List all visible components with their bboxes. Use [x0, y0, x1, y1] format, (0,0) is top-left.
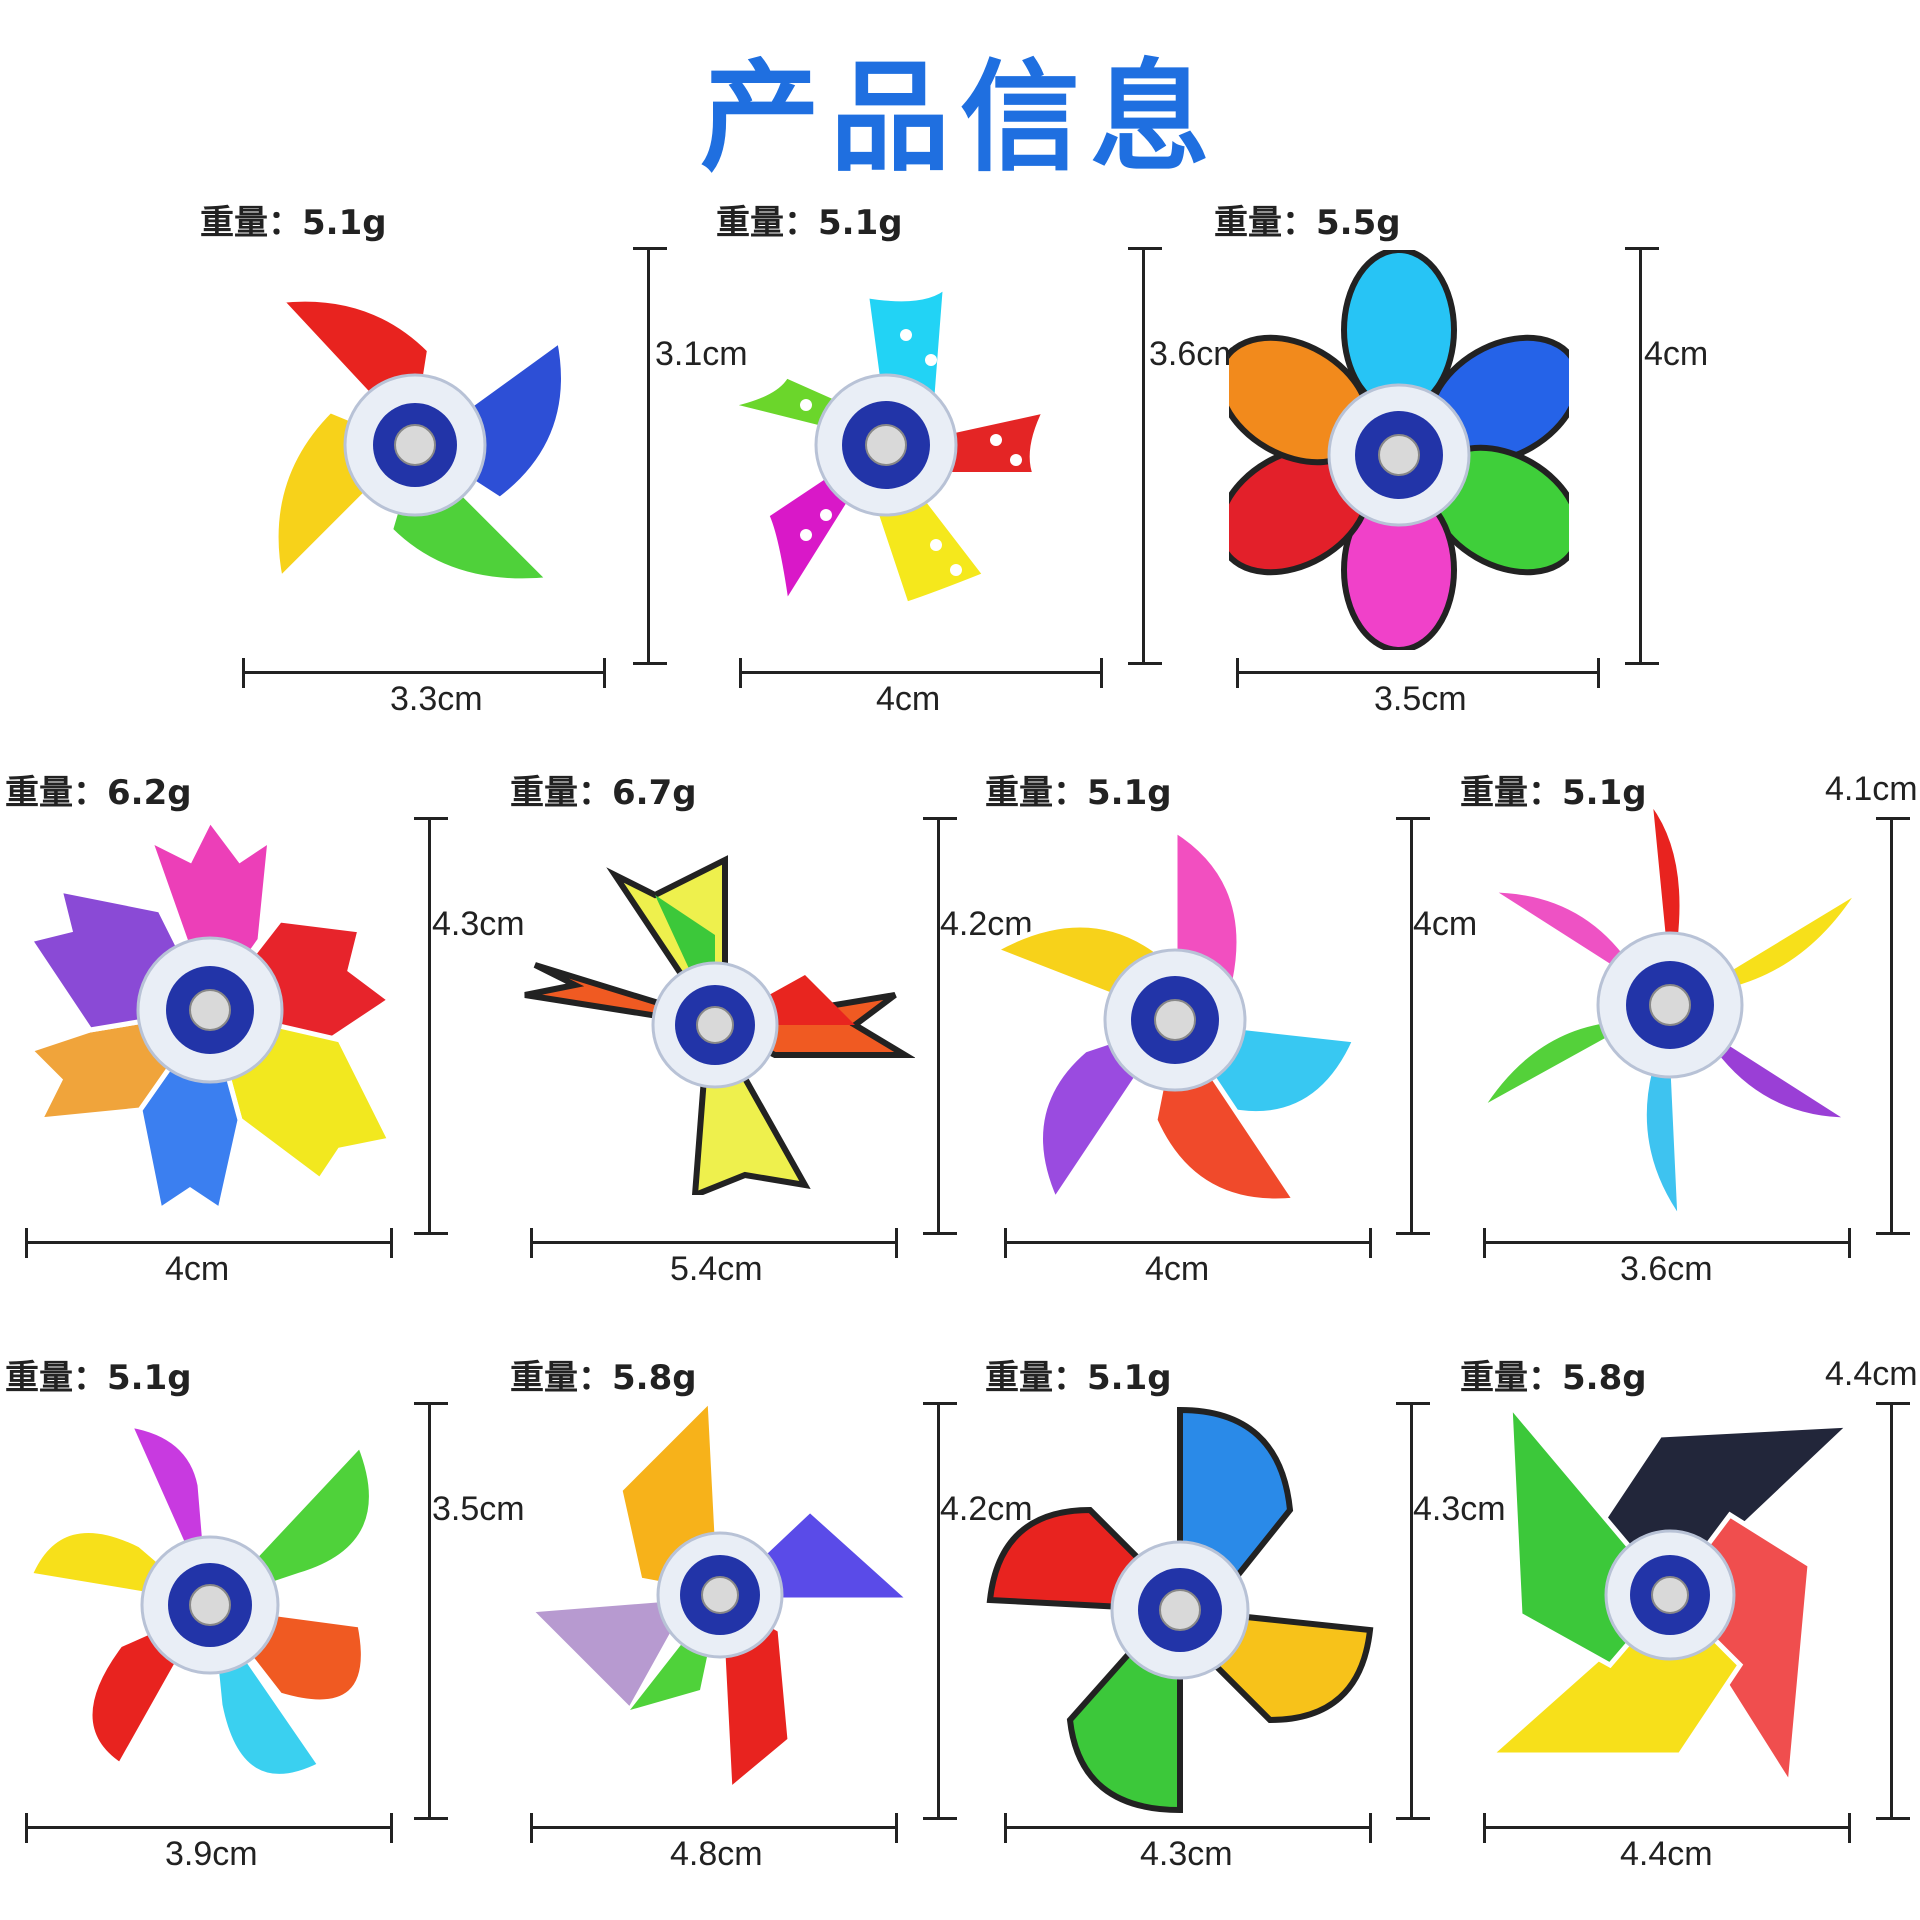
height-label: 4.4cm: [1825, 1355, 1918, 1393]
weight-label: 重量：5.1g: [985, 1358, 1172, 1398]
butterfly-flower-icon: [26, 1425, 374, 1779]
width-dimension-line: [25, 1228, 393, 1258]
height-label: 3.5cm: [432, 1490, 525, 1528]
width-dimension-line: [1004, 1228, 1372, 1258]
product-card: 重量：5.1g 4cm 4cm: [980, 750, 1477, 1310]
height-dimension-line: [414, 1402, 448, 1820]
weight-label: 重量：5.1g: [985, 773, 1172, 813]
product-card: 重量：6.7g 4.2cm 5.4cm: [505, 750, 1033, 1310]
width-label: 3.5cm: [1374, 680, 1467, 718]
weight-label: 重量：6.2g: [5, 773, 192, 813]
product-card: 重量：5.1g 4.3cm 4.3cm: [980, 1335, 1506, 1895]
dark-pinwheel-icon: [1483, 1397, 1857, 1793]
height-label: 4.2cm: [940, 1490, 1033, 1528]
weight-label: 重量：5.1g: [5, 1358, 192, 1398]
height-dimension-line: [633, 247, 667, 665]
width-dimension-line: [242, 658, 606, 688]
height-dimension-line: [1876, 1402, 1910, 1820]
width-dimension-line: [1004, 1813, 1372, 1843]
six-petal-flower-icon: [1229, 250, 1569, 650]
width-label: 4cm: [1145, 1250, 1210, 1288]
width-dimension-line: [739, 658, 1103, 688]
fan-pinwheel-icon: [986, 1406, 1374, 1814]
weight-label: 重量：6.7g: [510, 773, 697, 813]
page-title: 产品信息: [700, 49, 1220, 188]
product-card: 重量：5.8g 4.2cm 4.8cm: [505, 1335, 1033, 1895]
width-dimension-line: [530, 1813, 898, 1843]
width-dimension-line: [530, 1228, 898, 1258]
height-dimension-line: [1128, 247, 1162, 665]
width-label: 3.6cm: [1620, 1250, 1713, 1288]
triangle-pinwheel-icon: [524, 1394, 917, 1796]
gradient-pinwheel-icon: [995, 830, 1355, 1206]
height-label: 4.3cm: [432, 905, 525, 943]
width-label: 4.8cm: [670, 1835, 763, 1873]
height-label: 4cm: [1413, 905, 1478, 943]
product-card: 重量：5.1g 3.6cm 4cm: [706, 180, 1242, 740]
height-dimension-line: [1396, 1402, 1430, 1820]
width-dimension-line: [1236, 658, 1600, 688]
height-dimension-line: [1625, 247, 1659, 665]
weight-label: 重量：5.8g: [510, 1358, 697, 1398]
weight-label: 重量：5.5g: [1214, 203, 1401, 243]
weight-label: 重量：5.8g: [1460, 1358, 1647, 1398]
width-label: 4.4cm: [1620, 1835, 1713, 1873]
width-label: 4.3cm: [1140, 1835, 1233, 1873]
height-label: 3.6cm: [1149, 335, 1242, 373]
width-label: 3.9cm: [165, 1835, 258, 1873]
height-dimension-line: [1876, 817, 1910, 1235]
height-label: 3.1cm: [655, 335, 748, 373]
height-dimension-line: [923, 1402, 957, 1820]
height-dimension-line: [1396, 817, 1430, 1235]
product-card: 重量：6.2g 4.3cm 4cm: [0, 750, 525, 1310]
polka-dot-pinwheel-icon: [725, 277, 1052, 614]
product-card: 重量：5.8g 4.4cm 4.4cm: [1460, 1335, 1920, 1895]
width-label: 4cm: [165, 1250, 230, 1288]
height-label: 4cm: [1644, 335, 1709, 373]
product-card: 重量：5.1g 4.1cm 3.6cm: [1460, 750, 1920, 1310]
width-dimension-line: [1483, 1813, 1851, 1843]
weight-label: 重量：5.1g: [200, 203, 387, 243]
product-card: 重量：5.1g 3.5cm 3.9cm: [0, 1335, 525, 1895]
sakura-flower-icon: [25, 820, 395, 1215]
height-dimension-line: [414, 817, 448, 1235]
width-label: 3.3cm: [390, 680, 483, 718]
width-label: 4cm: [876, 680, 941, 718]
height-dimension-line: [923, 817, 957, 1235]
curved-blade-pinwheel-icon: [1480, 791, 1860, 1220]
width-dimension-line: [1483, 1228, 1851, 1258]
width-dimension-line: [25, 1813, 393, 1843]
weight-label: 重量：5.1g: [1460, 773, 1647, 813]
paper-pinwheel-icon: [524, 855, 915, 1195]
height-label: 4.1cm: [1825, 770, 1918, 808]
weight-label: 重量：5.1g: [716, 203, 903, 243]
pinwheel-4-blade-icon: [272, 295, 567, 587]
product-card: 重量：5.1g 3.1cm 3.3cm: [190, 180, 748, 740]
product-card: 重量：5.5g 4cm 3.5cm: [1204, 180, 1708, 740]
height-label: 4.3cm: [1413, 1490, 1506, 1528]
width-label: 5.4cm: [670, 1250, 763, 1288]
